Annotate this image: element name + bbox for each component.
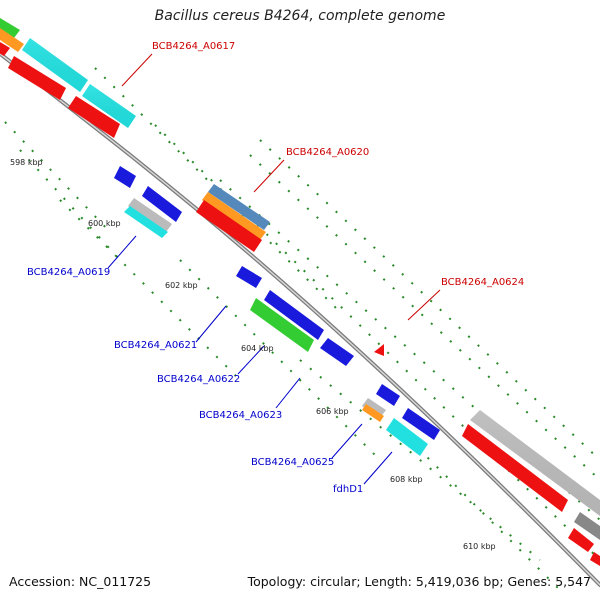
genes-label: Genes: [507, 574, 552, 589]
gene-feature-blue[interactable] [402, 408, 440, 440]
gene-feature-red-small[interactable] [374, 344, 384, 356]
label-leaders [107, 53, 441, 485]
gene-feature-red[interactable] [68, 96, 120, 138]
gene-feature-cyan[interactable] [386, 418, 428, 456]
gene-feature-green[interactable] [250, 298, 314, 352]
gene-label-a0620[interactable]: BCB4264_A0620 [286, 147, 369, 158]
gene-feature-gray[interactable] [362, 398, 386, 418]
feature-shading [22, 38, 600, 516]
gene-feature-blue[interactable] [264, 290, 324, 340]
topology-value: circular [310, 574, 357, 589]
gene-label-fdhd1[interactable]: fdhD1 [333, 484, 363, 495]
gene-feature-orange[interactable] [0, 28, 24, 52]
gene-label-a0621[interactable]: BCB4264_A0621 [114, 340, 197, 351]
gene-feature-red[interactable] [0, 42, 10, 56]
gene-feature-orange[interactable] [362, 404, 384, 422]
tick-label: 606 kbp [316, 407, 349, 416]
tick-guides [4, 67, 600, 591]
gene-feature-blue[interactable] [320, 338, 354, 366]
gene-feature-red[interactable] [8, 56, 66, 100]
gene-feature-red[interactable] [462, 424, 568, 512]
gene-feature-blue[interactable] [114, 166, 136, 188]
map-title: Bacillus cereus B4264, complete genome [154, 8, 446, 24]
gene-label-a0622[interactable]: BCB4264_A0622 [157, 374, 240, 385]
gene-feature-red[interactable] [196, 200, 262, 252]
gene-feature-gray[interactable] [128, 198, 172, 232]
length-label: Length: [364, 574, 412, 589]
gene-feature-gray[interactable] [574, 512, 600, 540]
topology-label: Topology: [247, 574, 307, 589]
gene-feature-steelblue[interactable] [208, 184, 270, 230]
gene-feature-orange[interactable] [202, 192, 266, 240]
gene-label-a0624[interactable]: BCB4264_A0624 [441, 277, 524, 288]
gene-labels: BCB4264_A0617 BCB4264_A0620 BCB4264_A062… [27, 41, 524, 495]
accession-value: NC_011725 [79, 574, 152, 589]
tick-label: 608 kbp [390, 475, 423, 484]
tick-label: 600 kbp [88, 219, 121, 228]
gene-label-a0617[interactable]: BCB4264_A0617 [152, 41, 235, 52]
gene-feature-blue[interactable] [236, 266, 262, 288]
gene-feature-red[interactable] [590, 552, 600, 566]
tick-label: 598 kbp [10, 158, 43, 167]
gene-label-a0623[interactable]: BCB4264_A0623 [199, 410, 282, 421]
gene-feature-red[interactable] [568, 528, 594, 552]
accession-label: Accession: [9, 574, 76, 589]
gene-label-a0619[interactable]: BCB4264_A0619 [27, 267, 110, 278]
tick-label: 604 kbp [241, 344, 274, 353]
gene-feature-cyan[interactable] [124, 206, 168, 238]
tick-label: 610 kbp [463, 542, 496, 551]
gene-feature-blue[interactable] [376, 384, 400, 406]
genes-value: 5,547 [555, 574, 591, 589]
genome-summary: Topology: circular; Length: 5,419,036 bp… [247, 574, 591, 589]
accession-info: Accession: NC_011725 [9, 574, 151, 589]
tick-label: 602 kbp [165, 281, 198, 290]
position-ticks: 598 kbp 600 kbp 602 kbp 604 kbp 606 kbp … [10, 158, 496, 551]
gene-label-a0625[interactable]: BCB4264_A0625 [251, 457, 334, 468]
reverse-strand-features [114, 166, 440, 456]
length-value: 5,419,036 bp [415, 574, 500, 589]
gene-feature-green[interactable] [0, 18, 20, 38]
gene-feature-blue[interactable] [142, 186, 182, 222]
